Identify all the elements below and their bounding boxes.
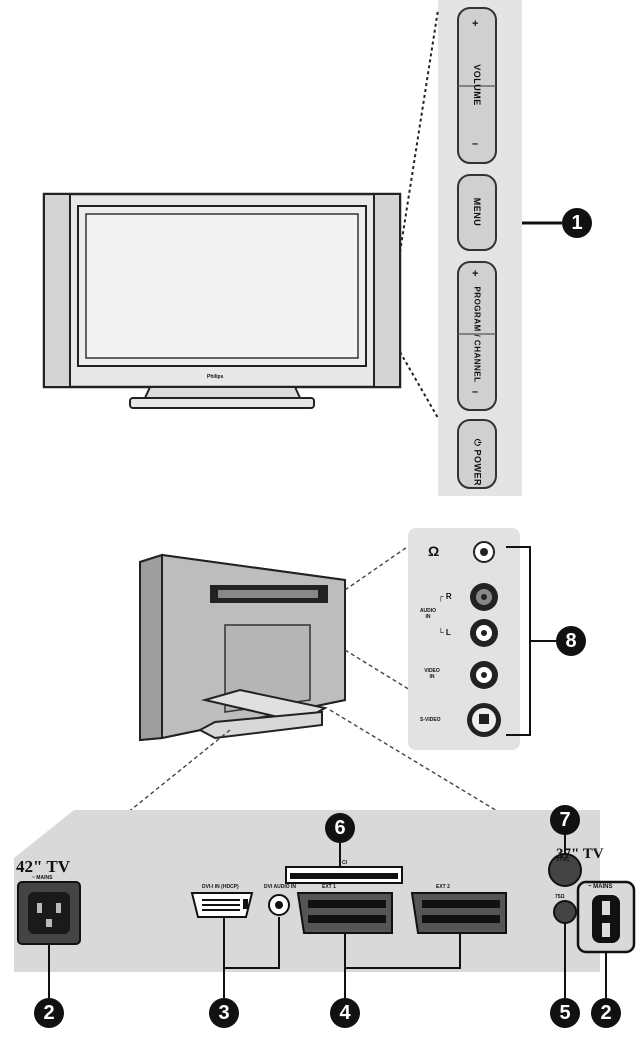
audio-r-label: ┌ R — [438, 592, 452, 601]
volume-minus: – — [472, 138, 479, 150]
ext2-label: EXT 2 — [436, 884, 450, 890]
tv-front — [42, 192, 402, 409]
s-video-label: S-VIDEO — [420, 717, 441, 723]
menu-label: MENU — [472, 197, 482, 227]
label-42-tv: 42" TV — [16, 857, 70, 876]
callout-7: 7 — [550, 805, 580, 835]
side-connector-panel — [408, 528, 520, 750]
bracket-4 — [344, 933, 461, 969]
sync-label: SYNC — [556, 857, 570, 863]
zoom-line-top — [399, 9, 439, 253]
program-label: PROGRAM / CHANNEL — [472, 286, 482, 383]
volume-plus: + — [472, 18, 479, 30]
tv-brand: Philips — [207, 374, 224, 380]
zoom-line-bottom — [399, 351, 439, 419]
callout-2-37: 2 — [591, 998, 621, 1028]
program-minus: – — [472, 386, 479, 398]
mains-37-label: ~ MAINS — [588, 884, 613, 890]
rear-connection-panel — [14, 810, 600, 972]
rear-zoom-line-3 — [74, 729, 231, 856]
rear-zoom-line-2 — [344, 649, 411, 691]
dvi-audio-label: DVI AUDIO IN — [264, 884, 297, 890]
dvi-label: DVI-I IN (HDCP) — [202, 884, 239, 890]
callout-2: 2 — [34, 998, 64, 1028]
mains-42-label: ~ MAINS — [32, 875, 53, 881]
rear-zoom-line-1 — [344, 544, 411, 591]
video-in-label: VIDEO IN — [424, 668, 440, 680]
antenna-jack — [553, 900, 577, 924]
callout-6: 6 — [325, 813, 355, 843]
callout-8: 8 — [556, 626, 586, 656]
callout-5: 5 — [550, 998, 580, 1028]
power-button[interactable] — [457, 419, 497, 489]
audio-in-label: AUDIO IN — [419, 608, 437, 620]
label-37-tv: 37" TV — [556, 846, 604, 862]
power-label: ⏻ POWER — [472, 438, 483, 487]
rear-zoom-line-4 — [329, 709, 566, 853]
audio-l-label: └ L — [438, 628, 451, 637]
headphone-icon: Ω — [428, 543, 440, 559]
ext1-label: EXT 1 — [322, 884, 336, 890]
scart-ext1 — [296, 892, 393, 934]
power-icon: ⏻ — [472, 438, 483, 450]
program-plus: + — [472, 268, 479, 280]
volume-label: VOLUME — [472, 64, 482, 106]
callout-3: 3 — [209, 998, 239, 1028]
callout-1: 1 — [562, 208, 592, 238]
scart-ext2 — [410, 892, 507, 934]
tv-rear — [139, 553, 346, 742]
program-channel-button[interactable] — [457, 261, 497, 411]
antenna-label: 75Ω — [555, 894, 565, 900]
menu-button[interactable] — [457, 174, 497, 251]
bracket-3 — [223, 917, 280, 969]
callout-4: 4 — [330, 998, 360, 1028]
ci-label: CI — [342, 860, 347, 866]
